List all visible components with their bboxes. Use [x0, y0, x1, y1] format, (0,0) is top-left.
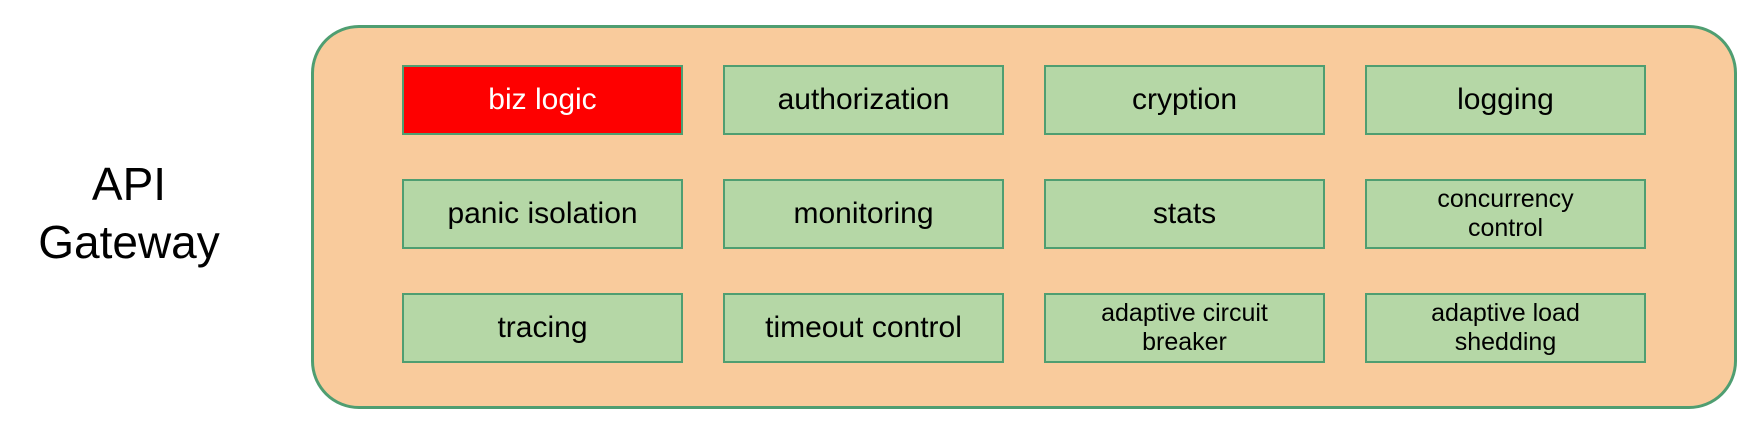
api-gateway-label: API Gateway: [38, 158, 220, 268]
feature-grid: biz logic authorization cryption logging pan…: [402, 65, 1646, 363]
feature-box-panic-isolation: panic isolation: [402, 179, 683, 249]
feature-box-logging: logging: [1365, 65, 1646, 135]
feature-box-cryption: cryption: [1044, 65, 1325, 135]
feature-box-biz-logic: biz logic: [402, 65, 683, 135]
api-gateway-container: biz logic authorization cryption logging pan…: [311, 25, 1737, 409]
feature-box-concurrency-control: concurrency control: [1365, 179, 1646, 249]
feature-box-stats: stats: [1044, 179, 1325, 249]
feature-box-adaptive-load-shedding: adaptive load shedding: [1365, 293, 1646, 363]
feature-box-monitoring: monitoring: [723, 179, 1004, 249]
feature-box-timeout-control: timeout control: [723, 293, 1004, 363]
feature-box-authorization: authorization: [723, 65, 1004, 135]
feature-box-adaptive-circuit-breaker: adaptive circuit breaker: [1044, 293, 1325, 363]
feature-box-tracing: tracing: [402, 293, 683, 363]
